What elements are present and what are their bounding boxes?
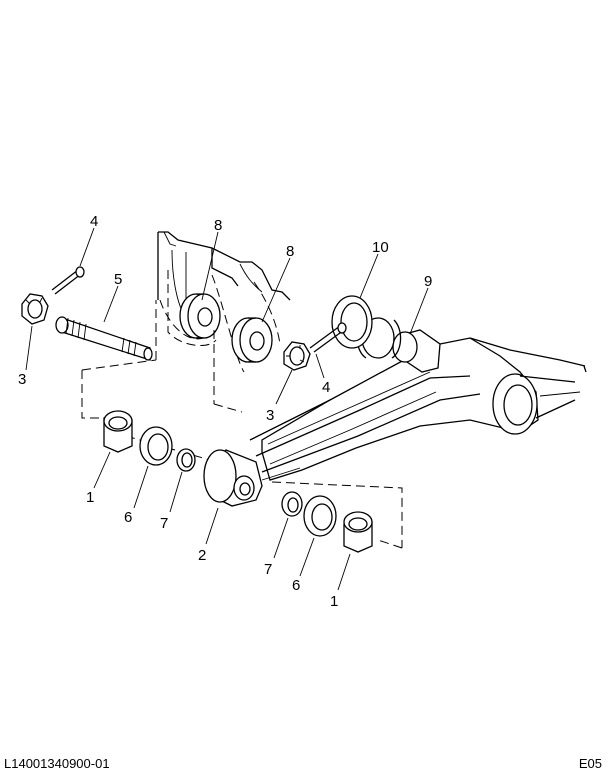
spacer-7-left [176, 448, 196, 472]
callout-7-left: 7 [160, 515, 168, 532]
callout-labels: 4 5 3 8 8 10 9 4 3 1 6 7 2 7 6 1 [18, 213, 432, 610]
callout-4-left: 4 [90, 213, 98, 230]
seal-ring-10 [331, 295, 373, 349]
arm-bushing-sleeve [356, 317, 441, 373]
callout-8-left: 8 [214, 217, 222, 234]
castle-nut-3-right [283, 341, 311, 371]
bushing-housing-2 [203, 449, 263, 507]
callout-4-right: 4 [322, 379, 330, 396]
bolt-5 [55, 316, 153, 361]
washer-6-right [303, 495, 337, 537]
callout-5: 5 [114, 271, 122, 288]
callout-3-left: 3 [18, 371, 26, 388]
callout-7-right: 7 [264, 561, 272, 578]
bushing-cup-1-right [343, 511, 373, 553]
callout-2: 2 [198, 547, 206, 564]
cotter-pin-4-left [51, 266, 85, 295]
washer-6-left [139, 426, 173, 466]
callout-6-left: 6 [124, 509, 132, 526]
spacer-7-right [281, 491, 303, 517]
callout-8-right: 8 [286, 243, 294, 260]
leader-lines [25, 227, 429, 591]
callout-9: 9 [424, 273, 432, 290]
drawing-number: L14001340900-01 [4, 756, 110, 771]
bushing-cup-1-left [103, 410, 133, 453]
suspension-arm [249, 337, 587, 481]
bushing-8-left [179, 293, 221, 339]
section-code: E05 [578, 756, 602, 771]
callout-1-left: 1 [86, 489, 94, 506]
hidden-assembly-lines [81, 300, 403, 549]
cotter-pin-4-right [309, 322, 347, 353]
frame-bracket [157, 231, 291, 316]
frame-hidden-outline [159, 270, 281, 373]
callout-10: 10 [372, 239, 389, 256]
bushing-8-right [231, 317, 273, 363]
castle-nut-3-left [21, 293, 49, 325]
callout-6-right: 6 [292, 577, 300, 594]
callout-3-right: 3 [266, 407, 274, 424]
callout-1-right: 1 [330, 593, 338, 610]
